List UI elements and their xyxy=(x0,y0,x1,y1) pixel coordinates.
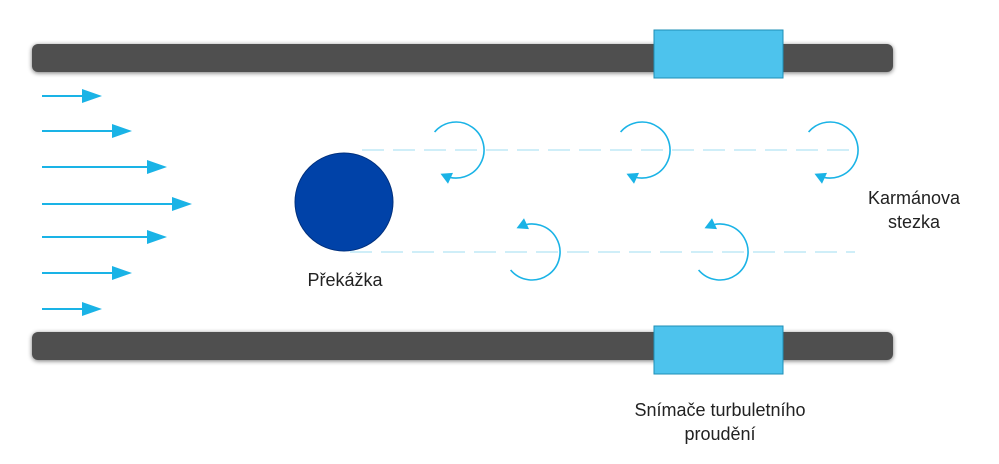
vortex-counterclockwise-arrow-icon xyxy=(697,218,749,281)
obstacle-label: Překážka xyxy=(307,270,383,290)
inflow-arrow-icon xyxy=(42,124,132,138)
karman-label-line1: Karmánova xyxy=(867,188,961,208)
karman-label-line2: stezka xyxy=(887,212,941,232)
inflow-arrow-icon xyxy=(42,302,102,316)
vortex-counterclockwise-arrow-icon xyxy=(509,218,561,281)
vortices xyxy=(433,121,859,281)
sensor-top xyxy=(653,29,784,79)
sensors-label-line1: Snímače turbuletního xyxy=(634,400,806,420)
vortex-street-lines xyxy=(350,149,855,253)
sensors-label-line2: proudění xyxy=(684,424,756,444)
inflow-arrow-icon xyxy=(42,197,192,211)
sensors-label: Snímače turbuletního proudění xyxy=(610,398,830,446)
karman-street-label: Karmánova stezka xyxy=(864,186,964,234)
inflow-arrow-icon xyxy=(42,266,132,280)
inflow-arrow-icon xyxy=(42,230,167,244)
vortex-clockwise-arrow-icon xyxy=(807,121,859,184)
inflow-arrows xyxy=(42,89,192,316)
sensor-bottom xyxy=(653,325,784,375)
inflow-arrow-icon xyxy=(42,89,102,103)
inflow-arrow-icon xyxy=(42,160,167,174)
pipe-walls xyxy=(32,44,893,360)
turbulence-sensors xyxy=(653,29,784,375)
vortex-clockwise-arrow-icon xyxy=(619,121,671,184)
vortex-clockwise-arrow-icon xyxy=(433,121,485,184)
obstacle-cylinder xyxy=(294,152,394,252)
